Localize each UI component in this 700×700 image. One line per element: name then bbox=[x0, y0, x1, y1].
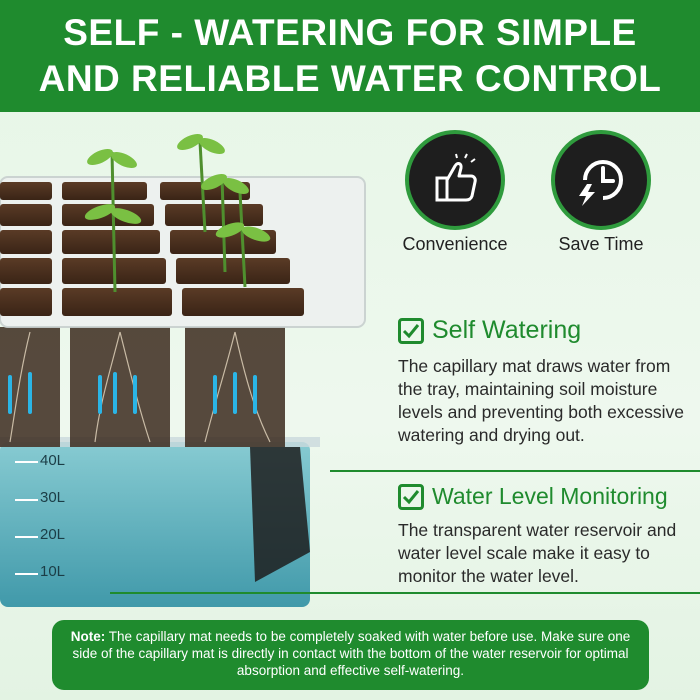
headline-line-1: SELF - WATERING FOR SIMPLE bbox=[63, 12, 637, 53]
headline-line-2: AND RELIABLE WATER CONTROL bbox=[38, 58, 662, 99]
feature-self-watering-title: Self Watering bbox=[398, 316, 581, 345]
convenience-badge bbox=[405, 130, 505, 230]
cell-root-1 bbox=[70, 327, 170, 447]
reservoir-handle bbox=[250, 447, 310, 582]
connector-line-1 bbox=[330, 470, 700, 472]
scale-label-30l: 30L bbox=[40, 489, 66, 506]
seed-tray-graphic bbox=[0, 133, 366, 607]
checkbox-icon bbox=[398, 483, 424, 510]
feature-self-watering-description: The capillary mat draws water from the t… bbox=[398, 356, 685, 445]
checkbox-icon bbox=[398, 317, 424, 344]
connector-line-2 bbox=[110, 592, 700, 594]
clock-lightning-icon bbox=[579, 160, 623, 206]
save-time-badge bbox=[551, 130, 651, 230]
feature-water-level-description: The transparent water reservoir and wate… bbox=[398, 520, 677, 586]
scale-label-20l: 20L bbox=[40, 526, 66, 543]
feature-water-level-title: Water Level Monitoring bbox=[398, 483, 668, 510]
scale-label-10l: 10L bbox=[40, 563, 66, 580]
water-reservoir bbox=[0, 442, 310, 607]
header-banner: SELF - WATERING FOR SIMPLE AND RELIABLE … bbox=[0, 0, 700, 112]
scale-label-40l: 40L bbox=[40, 452, 66, 469]
thumbs-up-icon bbox=[435, 153, 477, 202]
note-box: Note: The capillary mat needs to be comp… bbox=[52, 620, 649, 690]
seed-tray-illustration: 40L 30L 20L 10L bbox=[0, 112, 380, 612]
note-label: Note: bbox=[70, 629, 106, 644]
note-text: The capillary mat needs to be completely… bbox=[72, 629, 631, 678]
feature-title-text: Self Watering bbox=[432, 316, 582, 344]
feature-title-text: Water Level Monitoring bbox=[432, 483, 668, 509]
convenience-label: Convenience bbox=[402, 234, 508, 254]
save-time-label: Save Time bbox=[558, 234, 644, 254]
